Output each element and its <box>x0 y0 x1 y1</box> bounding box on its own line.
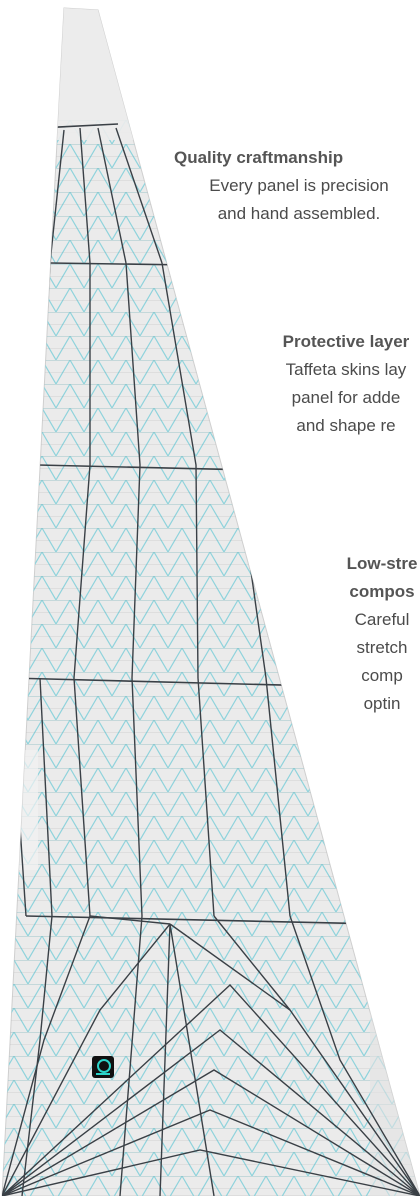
callout-line: and shape re <box>296 416 396 435</box>
callout-heading: Protective layer <box>282 332 410 351</box>
callout-line: Taffeta skins lay <box>285 360 407 379</box>
callout-line: stretch <box>356 638 408 657</box>
callout-low-stretch: Low-stre compos Careful stretch comp opt… <box>307 550 420 718</box>
load-fan-lines <box>2 915 420 1196</box>
callout-line: and hand assembled. <box>217 204 381 223</box>
callout-quality: Quality craftmanship Every panel is prec… <box>164 144 420 228</box>
callout-heading: Low-stre <box>346 554 418 573</box>
callout-line: comp <box>361 666 403 685</box>
callout-line: compos <box>349 582 415 601</box>
callout-line: optin <box>363 694 401 713</box>
callout-heading: Quality craftmanship <box>174 148 344 167</box>
brand-mark-icon <box>92 1056 114 1078</box>
callout-protective: Protective layer Taffeta skins lay panel… <box>246 328 420 440</box>
callout-line: panel for adde <box>291 388 401 407</box>
callout-line: Every panel is precision <box>209 176 389 195</box>
callout-line: Careful <box>354 610 410 629</box>
panel-seams <box>9 123 381 925</box>
